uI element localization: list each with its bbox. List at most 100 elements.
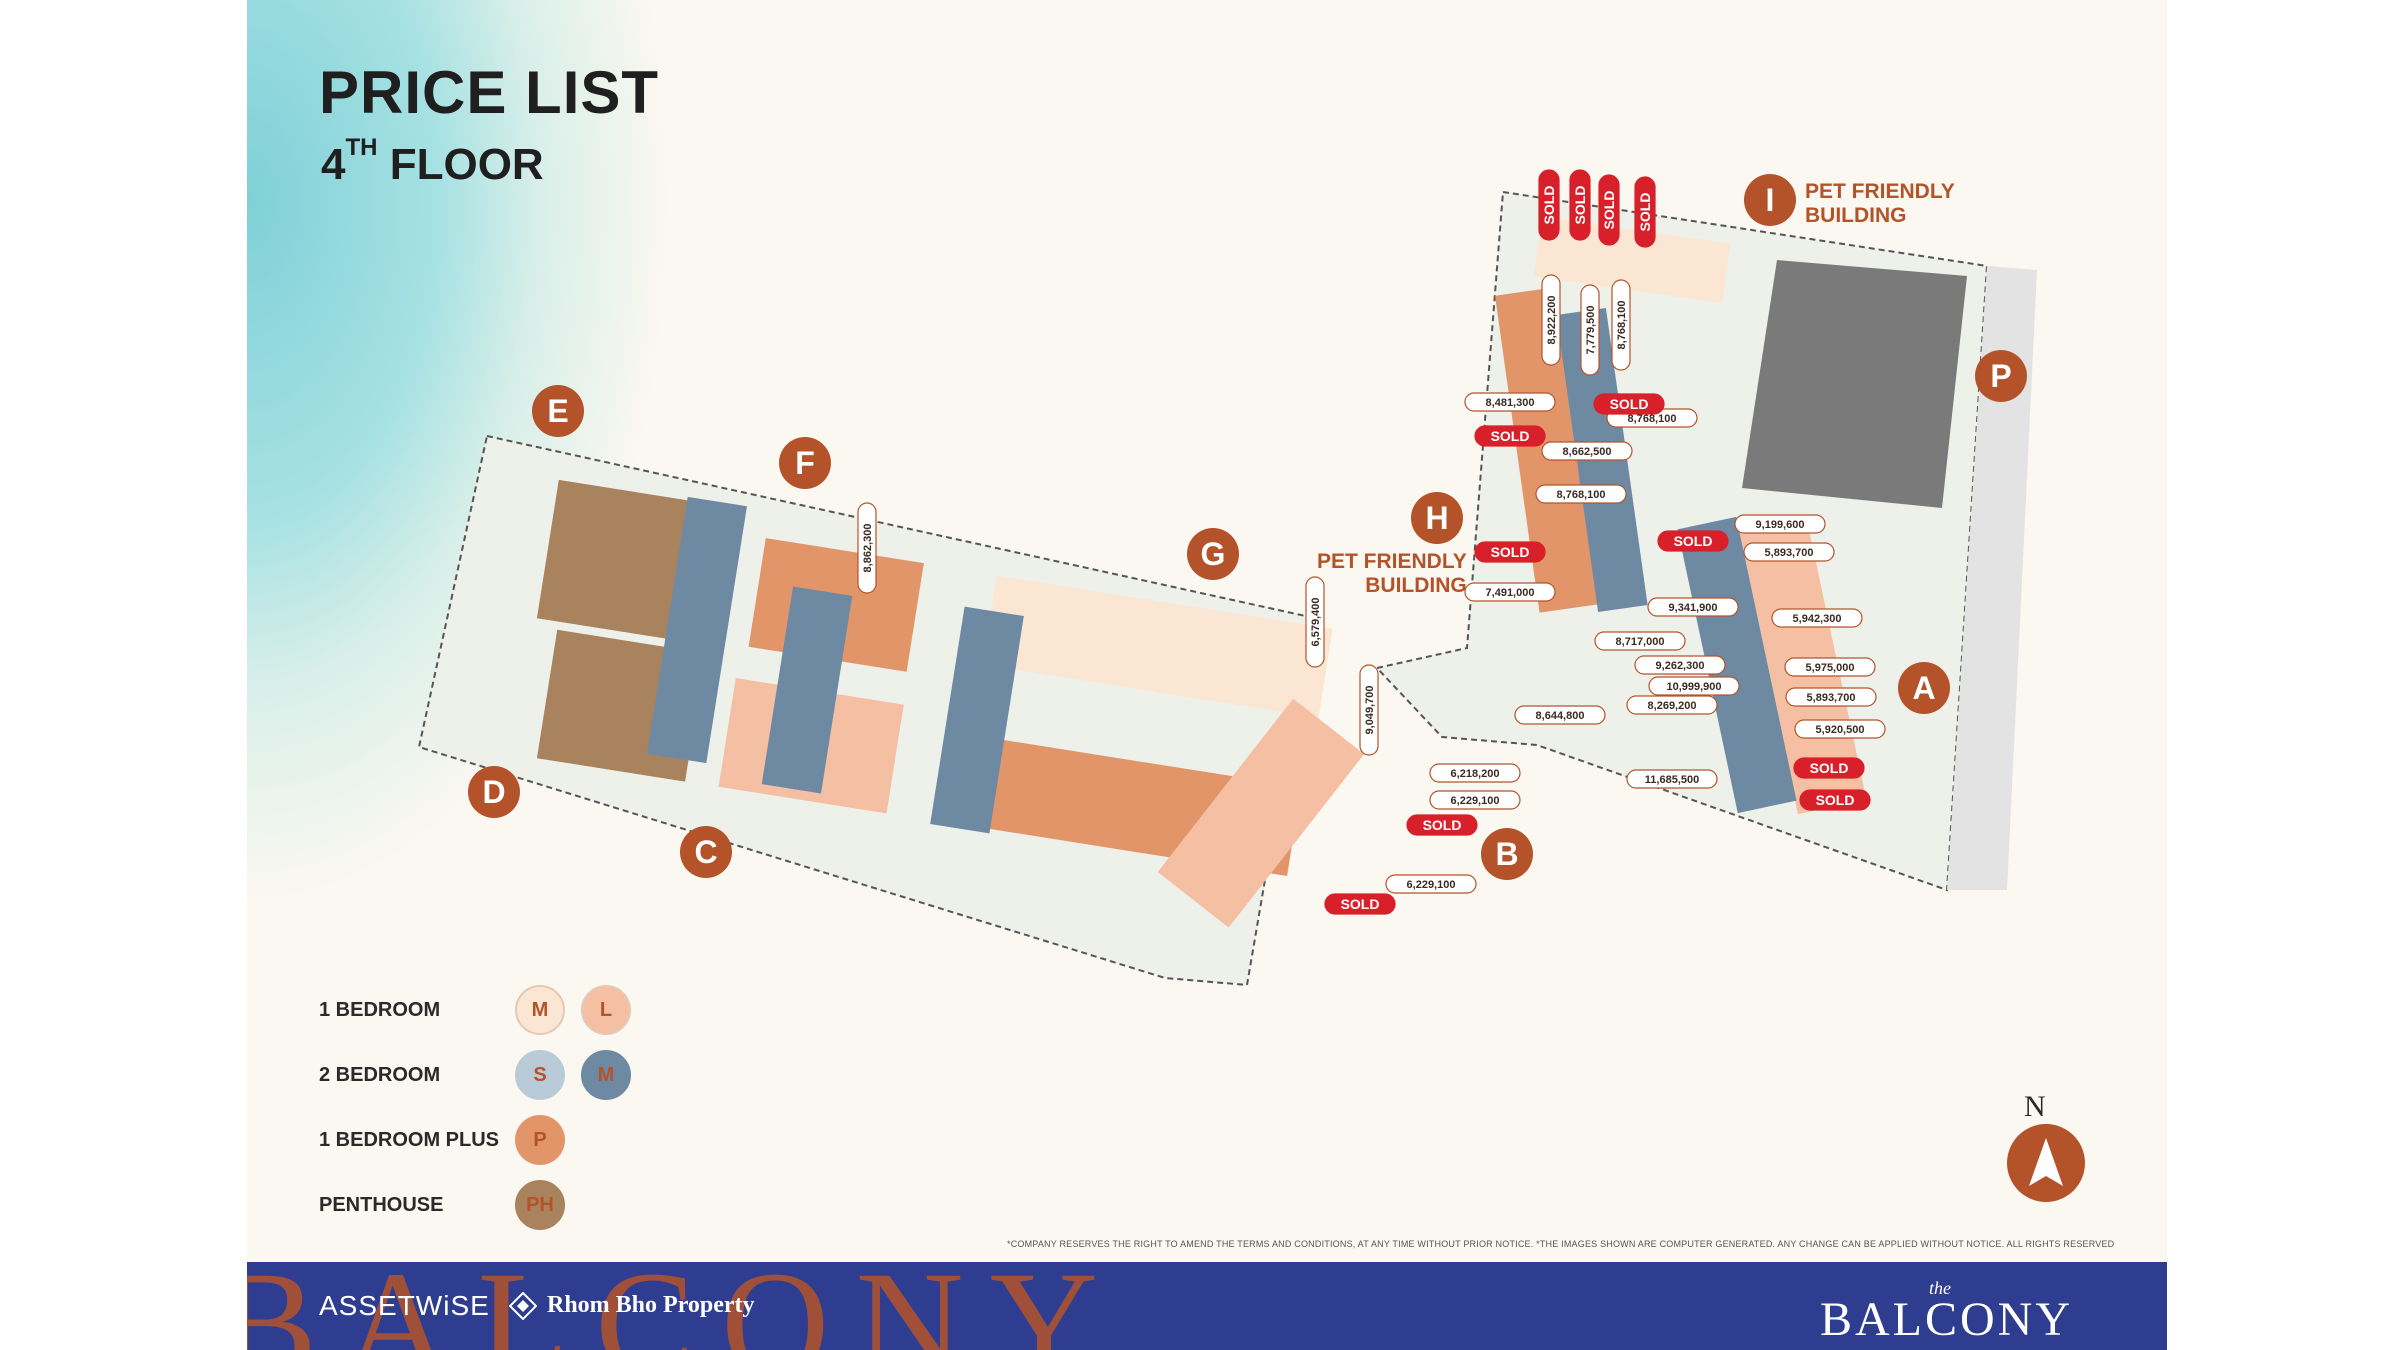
sold-badge[interactable]: SOLD [1406, 814, 1478, 836]
unit-label-text: 8,922,200 [1546, 296, 1558, 345]
building-marker-i[interactable]: I [1744, 174, 1796, 226]
unit-price-label[interactable]: 7,491,000 [1464, 582, 1556, 602]
building-marker-c[interactable]: C [680, 826, 732, 878]
building-marker-h[interactable]: H [1411, 492, 1463, 544]
unit-label-text: 8,269,200 [1648, 700, 1697, 712]
unit-price-label[interactable]: 5,893,700 [1785, 687, 1877, 707]
building-marker-a[interactable]: A [1898, 662, 1950, 714]
sold-badge[interactable]: SOLD [1474, 425, 1546, 447]
unit-label-text: 5,893,700 [1807, 692, 1856, 704]
unit-label-text: 6,229,100 [1407, 879, 1456, 891]
unit-label-text: SOLD [1423, 817, 1462, 833]
swatch-1br-m: M [515, 985, 565, 1035]
unit-label-text: SOLD [1816, 792, 1855, 808]
building-marker-p[interactable]: P [1975, 350, 2027, 402]
building-marker-f[interactable]: F [779, 437, 831, 489]
sold-badge[interactable]: SOLD [1634, 176, 1656, 248]
pet-friendly-label-h: PET FRIENDLY BUILDING [1317, 550, 1467, 598]
unit-label-text: 5,893,700 [1765, 547, 1814, 559]
unit-price-label[interactable]: 8,481,300 [1464, 392, 1556, 412]
site-plan-map: SOLD SOLD SOLD SOLD 8,922,200 7,779,500 8,768,… [417, 169, 2037, 987]
unit-price-label[interactable]: 5,975,000 [1784, 657, 1876, 677]
unit-price-label[interactable]: 8,862,300 [857, 502, 877, 594]
swatch-1brp-p: P [515, 1115, 565, 1165]
sold-badge[interactable]: SOLD [1657, 530, 1729, 552]
unit-price-label[interactable]: 9,049,700 [1359, 664, 1379, 756]
unit-label-text: 8,481,300 [1486, 397, 1535, 409]
unit-label-text: 5,975,000 [1806, 662, 1855, 674]
sold-badge[interactable]: SOLD [1593, 393, 1665, 415]
unit-price-label[interactable]: 7,779,500 [1580, 284, 1600, 376]
pet-label-line2: BUILDING [1805, 204, 1907, 227]
unit-price-labels: SOLD SOLD SOLD SOLD 8,922,200 7,779,500 8,768,… [857, 169, 1886, 915]
unit-label-text: 9,199,600 [1756, 519, 1805, 531]
unit-price-label[interactable]: 8,717,000 [1594, 631, 1686, 651]
unit-price-label[interactable]: 10,999,900 [1648, 676, 1740, 696]
rhombho-logo-icon [509, 1292, 537, 1320]
pet-label-line2: BUILDING [1365, 574, 1467, 597]
unit-label-text: 9,341,900 [1669, 602, 1718, 614]
legend-label: 1 BEDROOM PLUS [319, 1128, 500, 1151]
legend-row-1-bedroom-plus: 1 BEDROOM PLUS P [319, 1114, 581, 1166]
slide: PRICE LIST 4TH FLOOR [247, 0, 2167, 1350]
unit-price-label[interactable]: 11,685,500 [1626, 769, 1718, 789]
buildings-layer [536, 217, 1867, 928]
unit-price-label[interactable]: 6,218,200 [1429, 763, 1521, 783]
unit-price-label[interactable]: 6,229,100 [1429, 790, 1521, 810]
legend-row-penthouse: PENTHOUSE PH [319, 1179, 581, 1231]
unit-price-label[interactable]: 8,922,200 [1541, 274, 1561, 366]
unit-label-text: 6,229,100 [1451, 795, 1500, 807]
building-marker-g[interactable]: G [1187, 528, 1239, 580]
footer-watermark: BALCONY [247, 1262, 1125, 1350]
unit-label-text: SOLD [1491, 428, 1530, 444]
unit-label-text: SOLD [1341, 896, 1380, 912]
assetwise-logo: ASSETWiSE [319, 1290, 490, 1321]
swatch-2br-m: M [581, 1050, 631, 1100]
unit-price-label[interactable]: 8,662,500 [1541, 441, 1633, 461]
unit-price-label[interactable]: 8,768,100 [1611, 279, 1631, 371]
unit-price-label[interactable]: 5,920,500 [1794, 719, 1886, 739]
unit-label-text: 6,579,400 [1310, 598, 1322, 647]
unit-price-label[interactable]: 6,579,400 [1305, 576, 1325, 668]
brand-the: the [1929, 1278, 1951, 1298]
unit-price-label[interactable]: 5,893,700 [1743, 542, 1835, 562]
rhombho-logo: Rhom Bho Property [547, 1292, 755, 1318]
disclaimer-text: *COMPANY RESERVES THE RIGHT TO AMEND THE… [1007, 1239, 2115, 1249]
unit-label-text: SOLD [1810, 760, 1849, 776]
unit-label-text: SOLD [1610, 396, 1649, 412]
building-marker-b[interactable]: B [1481, 828, 1533, 880]
building-marker-e[interactable]: E [532, 385, 584, 437]
sold-badge[interactable]: SOLD [1538, 169, 1560, 241]
unit-price-label[interactable]: 9,262,300 [1634, 655, 1726, 675]
sold-badge[interactable]: SOLD [1598, 174, 1620, 246]
unit-price-label[interactable]: 9,199,600 [1734, 514, 1826, 534]
sold-badge[interactable]: SOLD [1793, 757, 1865, 779]
unit-label-text: 8,768,100 [1616, 301, 1628, 350]
unit-label-text: SOLD [1491, 544, 1530, 560]
pet-label-line1: PET FRIENDLY [1805, 180, 1955, 203]
unit-price-label[interactable]: 8,768,100 [1535, 484, 1627, 504]
unit-label-text: 8,768,100 [1628, 413, 1677, 425]
unit-price-label[interactable]: 9,341,900 [1647, 597, 1739, 617]
unit-price-label[interactable]: 8,644,800 [1514, 705, 1606, 725]
floor-suffix: TH [345, 134, 378, 161]
pet-friendly-label-i: PET FRIENDLY BUILDING [1805, 180, 1955, 228]
sold-badge[interactable]: SOLD [1799, 789, 1871, 811]
floor-number: 4 [321, 140, 346, 189]
building-marker-d[interactable]: D [468, 766, 520, 818]
sold-badge[interactable]: SOLD [1474, 541, 1546, 563]
unit-label-text: 8,717,000 [1616, 636, 1665, 648]
unit-price-label[interactable]: 8,269,200 [1626, 695, 1718, 715]
brand-logo: BALCONY [1820, 1293, 2074, 1346]
unit-price-label[interactable]: 6,229,100 [1385, 874, 1477, 894]
unit-label-text: SOLD [1572, 186, 1588, 225]
unit-label-text: 7,779,500 [1585, 306, 1597, 355]
footer-bar: BALCONY ASSETWiSE Rhom Bho Property the … [247, 1262, 2167, 1350]
legend-row-1-bedroom: 1 BEDROOM M L [319, 984, 647, 1036]
unit-label-text: 9,262,300 [1656, 660, 1705, 672]
unit-price-label[interactable]: 5,942,300 [1771, 608, 1863, 628]
sold-badge[interactable]: SOLD [1324, 893, 1396, 915]
swatch-2br-s: S [515, 1050, 565, 1100]
pet-label-line1: PET FRIENDLY [1317, 550, 1467, 573]
sold-badge[interactable]: SOLD [1569, 169, 1591, 241]
